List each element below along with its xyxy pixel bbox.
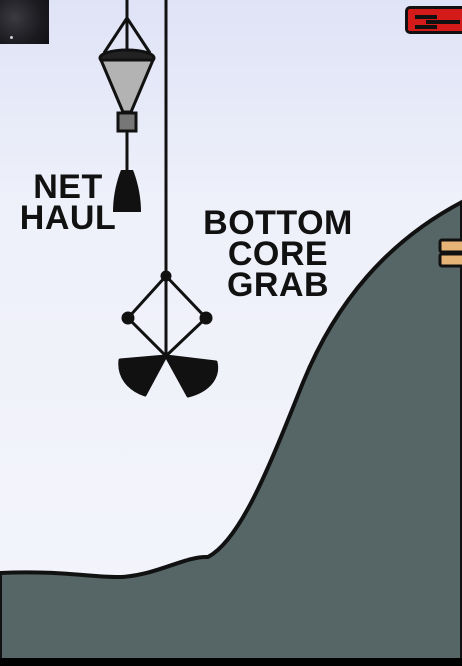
flag-stripe — [426, 20, 460, 24]
flag-menu-button[interactable] — [405, 6, 462, 34]
wooden-sign — [440, 240, 462, 266]
thumbnail-preview[interactable] — [0, 0, 49, 44]
bottom-core-grab-label: BOTTOM CORE GRAB — [190, 208, 366, 301]
flag-stripe — [415, 25, 437, 29]
net-haul-label-line2: HAUL — [12, 203, 124, 234]
flag-stripe — [415, 15, 437, 19]
core-grab-label-line3: GRAB — [190, 270, 366, 301]
net-haul-label: NET HAUL — [12, 172, 124, 234]
bottom-bar — [0, 658, 462, 666]
